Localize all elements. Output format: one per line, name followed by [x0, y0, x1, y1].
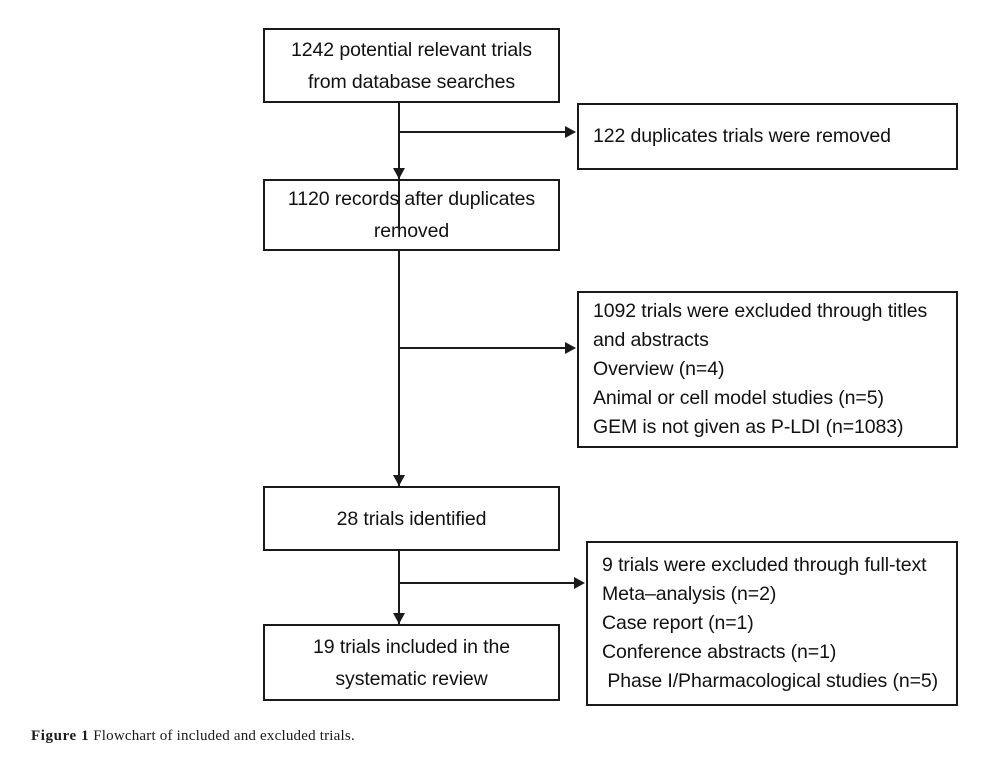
arrowhead-right-icon: [574, 577, 585, 589]
connector-potential-to-duplicates: [398, 131, 566, 133]
connector-identified-to-included: [398, 551, 400, 624]
node-line: 1120 records after duplicates: [287, 188, 536, 210]
node-line: Animal or cell model studies (n=5): [593, 387, 884, 409]
node-line: Meta–analysis (n=2): [602, 583, 777, 605]
arrowhead-down-icon: [393, 168, 405, 179]
connector-records-to-identified: [398, 251, 400, 486]
node-line: Case report (n=1): [602, 612, 754, 634]
node-line: Conference abstracts (n=1): [602, 641, 837, 663]
flow-node-trials-identified: 28 trials identified: [263, 486, 560, 551]
node-line: 28 trials identified: [336, 507, 487, 530]
node-line: 19 trials included in the: [313, 635, 510, 658]
node-line: 122 duplicates trials were removed: [593, 125, 891, 147]
flow-node-potential-trials: 1242 potential relevant trials from data…: [263, 28, 560, 103]
arrowhead-right-icon: [565, 126, 576, 138]
flow-node-duplicates-removed: 122 duplicates trials were removed: [577, 103, 958, 170]
node-line: systematic review: [335, 667, 488, 690]
connector-identified-to-excluded-ft: [398, 582, 575, 584]
node-line: 1242 potential relevant trials: [291, 38, 532, 61]
node-line: removed: [373, 220, 450, 242]
connector-records-to-excluded-ta: [398, 347, 566, 349]
flow-node-excluded-titles-abstracts: 1092 trials were excluded through titles…: [577, 291, 958, 448]
arrowhead-down-icon: [393, 475, 405, 486]
flow-node-excluded-fulltext: 9 trials were excluded through full-text…: [586, 541, 958, 706]
flow-node-records-after-duplicates: 1120 records after duplicates removed: [263, 179, 560, 251]
figure-caption-text: Flowchart of included and excluded trial…: [89, 728, 355, 744]
arrowhead-down-icon: [393, 613, 405, 624]
node-line: from database searches: [308, 70, 515, 93]
node-line: Phase I/Pharmacological studies (n=5): [602, 670, 939, 692]
flow-node-included-systematic-review: 19 trials included in the systematic rev…: [263, 624, 560, 701]
node-line: Overview (n=4): [593, 358, 725, 380]
arrowhead-right-icon: [565, 342, 576, 354]
connector-potential-to-records: [398, 103, 400, 228]
figure-caption: Figure 1 Flowchart of included and exclu…: [31, 728, 355, 745]
node-line: and abstracts: [593, 329, 709, 351]
node-line: 1092 trials were excluded through titles: [593, 300, 928, 322]
node-line: GEM is not given as P-LDI (n=1083): [593, 416, 904, 438]
node-line: 9 trials were excluded through full-text: [602, 554, 927, 576]
figure-caption-label: Figure 1: [31, 728, 90, 744]
